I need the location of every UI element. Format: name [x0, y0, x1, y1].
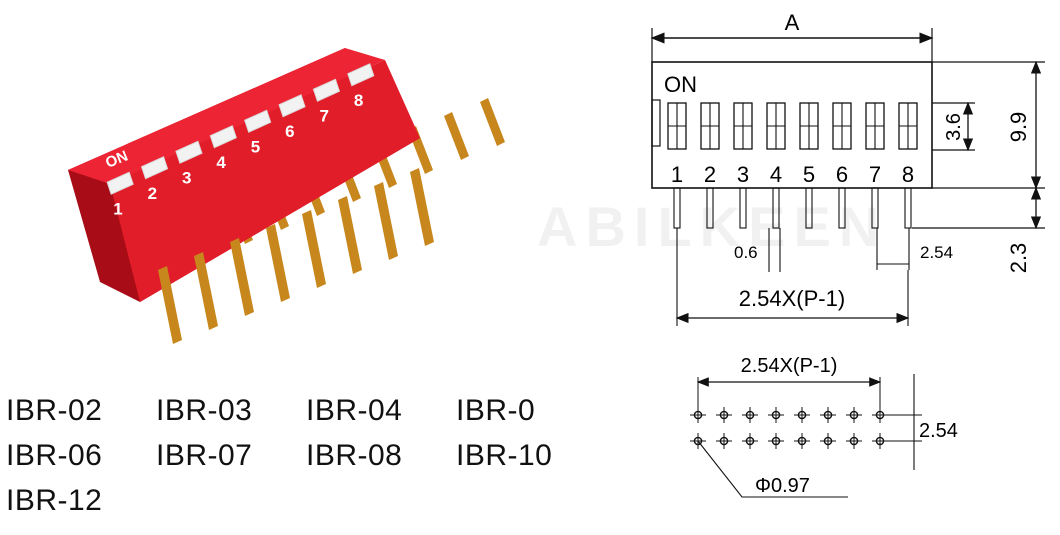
switch-number-label: 4: [216, 153, 226, 172]
dim-2-3-label: 2.3: [1006, 243, 1031, 274]
switch-pin: [338, 196, 362, 274]
footprint-hole: [846, 407, 862, 423]
switch-pin: [158, 266, 182, 344]
footprint-span-label: 2.54X(P-1): [741, 355, 838, 377]
switch-lever: [278, 94, 306, 118]
switch-lever: [312, 78, 341, 102]
dim-3-6-label: 3.6: [943, 113, 965, 141]
hole-leader-line: [697, 440, 848, 498]
footprint-hole: [690, 407, 706, 423]
switch-pin: [444, 112, 469, 160]
drawing-switch: [865, 102, 885, 150]
switch-number-label: 8: [354, 91, 363, 110]
switch-pin: [374, 182, 398, 260]
footprint-hole: [716, 407, 732, 423]
model-label: IBR-12: [6, 484, 103, 517]
drawing-pin: [838, 187, 846, 229]
dim-9-9-label: 9.9: [1006, 112, 1031, 143]
drawing-switch-number: 1: [671, 162, 683, 187]
drawing-switch: [832, 102, 852, 150]
switch-pins-front: [158, 168, 434, 344]
model-label: IBR-0: [456, 394, 536, 427]
drawing-pin: [871, 187, 879, 229]
drawing-switch-number: 7: [869, 162, 881, 187]
model-label: IBR-10: [456, 439, 553, 472]
model-label: IBR-08: [306, 439, 403, 472]
footprint-hole: [794, 433, 810, 449]
drawing-pin: [805, 187, 813, 229]
drawing-pins: [673, 187, 912, 229]
switch-pin: [302, 210, 326, 288]
drawing-switches: [667, 102, 918, 150]
switch-pin: [266, 224, 290, 302]
model-label: IBR-04: [306, 394, 403, 427]
drawing-pin: [772, 187, 780, 229]
switch-lever: [106, 171, 134, 195]
switch-number-label: 7: [319, 106, 328, 125]
drawing-switch-number: 2: [704, 162, 716, 187]
switch-number-labels: 1 2 3 4 5 6 7 8: [113, 91, 363, 219]
drawing-pin: [739, 187, 747, 229]
switch-pin: [410, 168, 434, 246]
switch-body-top: [68, 48, 385, 184]
drawing-switch-number: 4: [770, 162, 782, 187]
model-label: IBR-07: [156, 439, 253, 472]
switch-lever: [140, 156, 169, 180]
model-label: IBR-03: [156, 394, 253, 427]
footprint-hole: [716, 433, 732, 449]
footprint-hole: [742, 433, 758, 449]
switch-lever: [244, 109, 272, 133]
footprint-hole: [742, 407, 758, 423]
drawing-switch-number: 5: [803, 162, 815, 187]
drawing-pin: [904, 187, 912, 229]
switch-number-label: 5: [251, 137, 260, 156]
drawing-switch-number: 3: [737, 162, 749, 187]
switch-lever: [209, 125, 237, 149]
footprint-hole: [768, 407, 784, 423]
switch-lever: [347, 63, 375, 87]
drawing-switch: [766, 102, 786, 150]
drawing-pin: [706, 187, 714, 229]
drawing-on-label: ON: [664, 72, 697, 97]
footprint-hole: [820, 407, 836, 423]
switch-pin: [230, 238, 254, 316]
hole-diameter-label: Φ0.97: [755, 475, 810, 497]
drawing-switch: [799, 102, 819, 150]
switch-number-label: 3: [182, 168, 191, 187]
drawing-switch: [700, 102, 720, 150]
switch-end-notch: [651, 99, 661, 147]
footprint-gap-label: 2.54: [919, 420, 958, 442]
switch-levers: [106, 63, 375, 195]
dim-pitch-label: 2.54: [920, 243, 953, 262]
dim-span-label: 2.54X(P-1): [739, 286, 845, 311]
dim-a-label: A: [785, 10, 800, 35]
switch-pin: [480, 98, 505, 146]
switch-body-end: [68, 170, 140, 302]
drawing-switch-number: 6: [836, 162, 848, 187]
model-label: IBR-06: [6, 439, 103, 472]
model-label: IBR-02: [6, 394, 103, 427]
drawing-switch: [667, 102, 687, 150]
drawing-switch: [898, 102, 918, 150]
switch-number-label: 6: [285, 122, 294, 141]
footprint-hole: [846, 433, 862, 449]
dim-0-6-label: 0.6: [734, 243, 758, 262]
watermark: ABILKEEN: [537, 195, 888, 258]
footprint-holes: [690, 407, 888, 449]
drawing-switch-number: 8: [902, 162, 914, 187]
switch-number-label: 1: [113, 199, 122, 218]
drawing-switch: [733, 102, 753, 150]
switch-body-front: [110, 60, 420, 302]
switch-pin: [194, 252, 218, 330]
footprint-hole: [794, 407, 810, 423]
switch-number-label: 2: [148, 184, 157, 203]
footprint-hole: [820, 433, 836, 449]
switch-lever: [175, 140, 203, 164]
footprint-hole: [768, 433, 784, 449]
